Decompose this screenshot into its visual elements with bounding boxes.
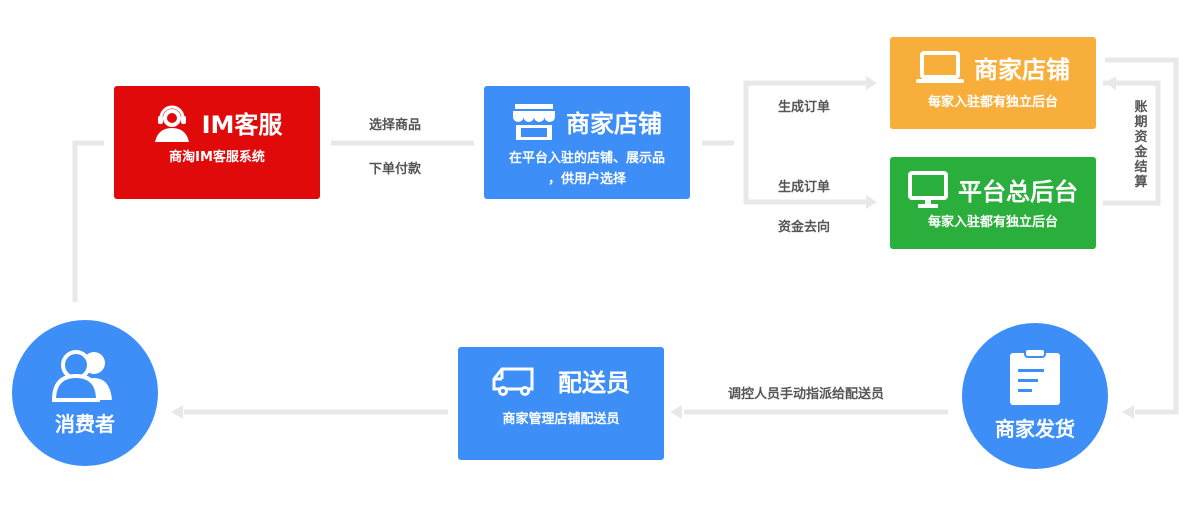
platform-admin-node[interactable]: 平台总后台 每家入驻都有独立后台 [890, 157, 1096, 249]
edge-label-place-order: 下单付款 [369, 162, 422, 177]
delivery-title: 配送员 [558, 369, 630, 397]
store-title: 商家店铺 [566, 110, 662, 138]
storefront-icon [512, 102, 556, 146]
platform-admin-title: 平台总后台 [958, 178, 1078, 206]
arrowhead-ship [1122, 405, 1134, 419]
arrowhead-platform [866, 195, 877, 209]
delivery-subtitle: 商家管理店铺配送员 [502, 412, 620, 427]
im-service-subtitle: 商淘IM客服系统 [169, 150, 265, 165]
arrowhead-delivery [670, 405, 682, 419]
edge-label-settlement: 账期资金结算 [1134, 100, 1148, 190]
consumer-title: 消费者 [55, 412, 115, 436]
arrowhead-consumer [171, 405, 183, 419]
headset-agent-icon [152, 104, 192, 146]
laptop-icon [916, 51, 964, 89]
merchant-ship-title: 商家发货 [995, 417, 1075, 441]
im-service-title: IM客服 [201, 111, 283, 139]
merchant-ship-node[interactable]: 商家发货 [962, 323, 1108, 469]
monitor-icon [908, 171, 948, 213]
im-service-node[interactable]: IM客服 商淘IM客服系统 [114, 86, 320, 199]
store-node[interactable]: 商家店铺 在平台入驻的店铺、展示品 ，供用户选择 [484, 86, 690, 199]
arrowhead-merchant [866, 76, 877, 90]
merchant-store-node[interactable]: 商家店铺 每家入驻都有独立后台 [890, 37, 1096, 129]
delivery-truck-icon [492, 365, 536, 401]
users-icon [50, 346, 120, 406]
delivery-node[interactable]: 配送员 商家管理店铺配送员 [458, 347, 664, 460]
connector-consumer-im [72, 140, 104, 302]
merchant-store-title: 商家店铺 [974, 56, 1070, 84]
store-subtitle-line1: 在平台入驻的店铺、展示品 [508, 151, 665, 166]
merchant-store-subtitle: 每家入驻都有独立后台 [927, 95, 1058, 110]
edge-label-fund-flow: 资金去向 [778, 220, 831, 235]
edge-label-select-goods: 选择商品 [369, 118, 422, 133]
edge-label-generate-order-bottom: 生成订单 [778, 180, 831, 195]
connector-branch-merchant [743, 80, 868, 143]
clipboard-icon [1008, 348, 1062, 411]
connector-settlement [1103, 80, 1161, 206]
arrowhead-settlement [1105, 76, 1116, 90]
store-subtitle-line2: ，供用户选择 [547, 172, 626, 187]
edge-label-dispatch: 调控人员手动指派给配送员 [728, 387, 885, 402]
connector-branch-platform [743, 143, 868, 205]
edge-label-generate-order-top: 生成订单 [778, 100, 831, 115]
platform-admin-subtitle: 每家入驻都有独立后台 [927, 215, 1058, 230]
consumer-node[interactable]: 消费者 [12, 320, 158, 466]
connector-right-down [1105, 57, 1179, 415]
